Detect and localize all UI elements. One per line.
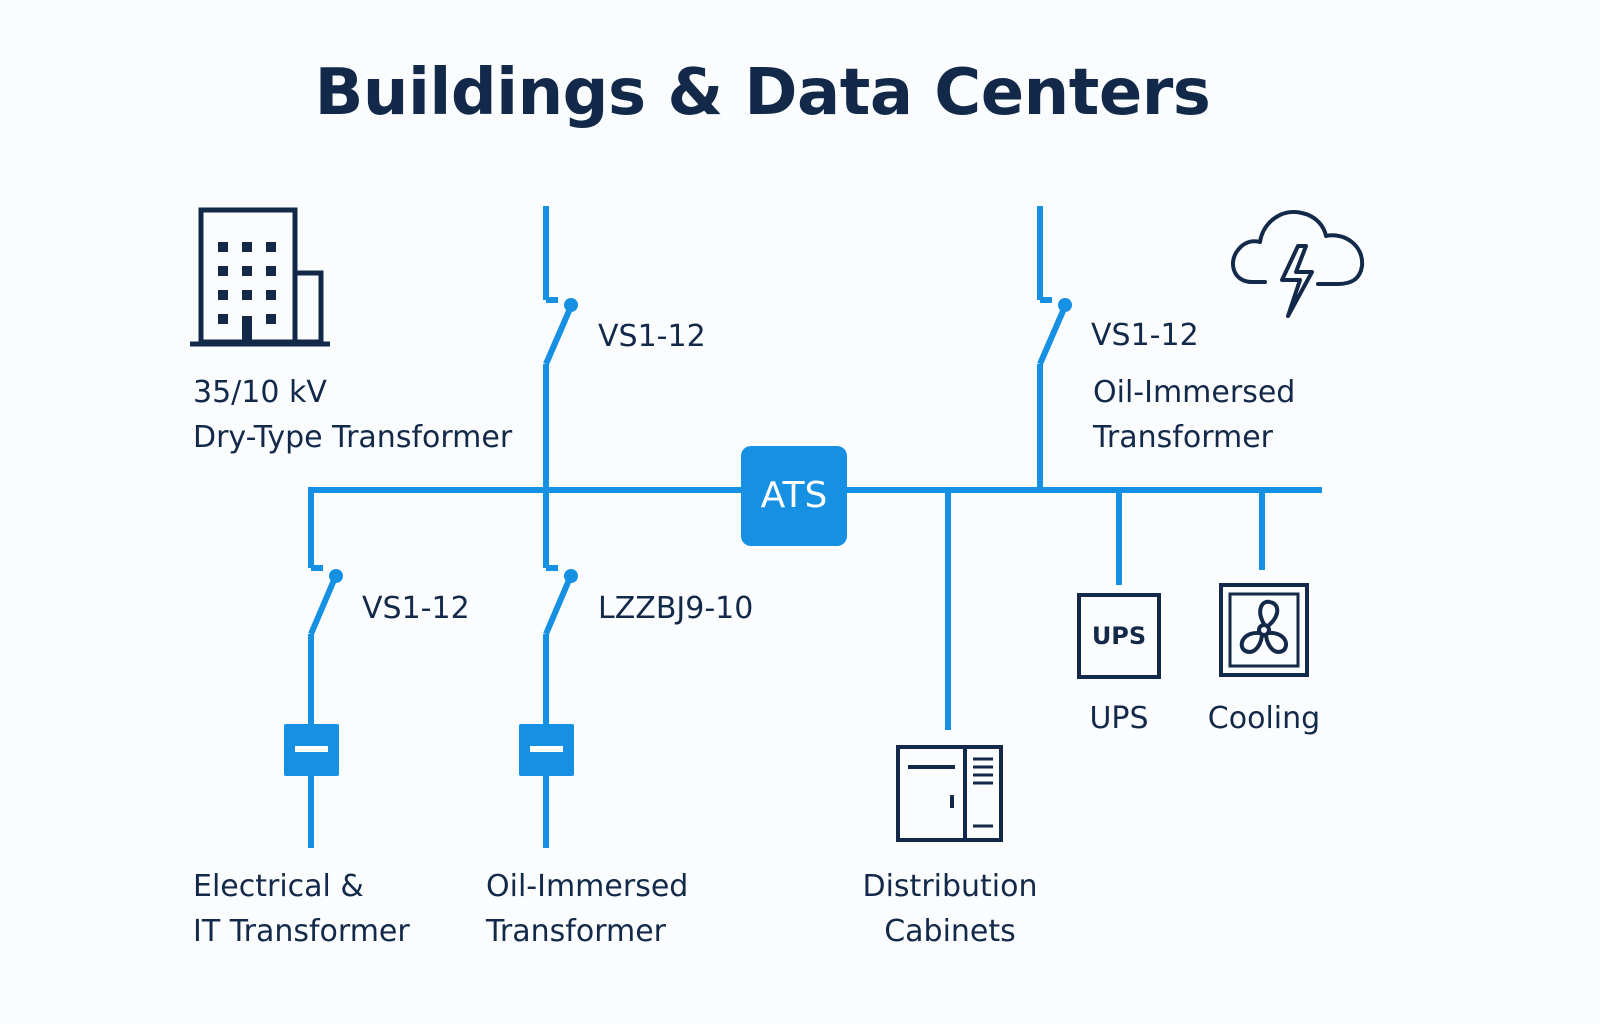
caption-cooling: Cooling — [1207, 701, 1321, 736]
ups-box-label: UPS — [1091, 622, 1147, 650]
caption-oil-immersed-top-line1: Oil-Immersed — [1093, 375, 1296, 410]
ups-box-icon — [1077, 593, 1161, 679]
ats-label: ATS — [760, 475, 828, 516]
switch-label-top-middle: VS1-12 — [598, 319, 706, 354]
caption-distribution-line1: Distribution — [862, 869, 1038, 904]
caption-electrical-it-line1: Electrical & — [193, 869, 364, 904]
switch-label-bottom-middle: LZZBJ9-10 — [598, 591, 754, 626]
caption-ups: UPS — [1089, 701, 1149, 736]
caption-distribution-line2: Cabinets — [884, 914, 1016, 949]
transformer-icon-bottom-middle — [519, 724, 574, 776]
caption-oil-immersed-top-line2: Transformer — [1093, 420, 1274, 455]
feeder-bottom-left — [308, 490, 343, 848]
building-icon — [190, 207, 330, 347]
distribution-cabinet-icon — [896, 745, 1003, 842]
caption-dry-type-voltage: 35/10 kV — [193, 375, 327, 410]
switch-label-bottom-left: VS1-12 — [362, 591, 470, 626]
caption-oil-immersed-bottom-line2: Transformer — [486, 914, 667, 949]
caption-dry-type-transformer: Dry-Type Transformer — [193, 420, 513, 455]
transformer-icon-bottom-left — [284, 724, 339, 776]
drops-right — [945, 490, 1265, 730]
fan-icon — [1219, 583, 1309, 677]
caption-electrical-it-line2: IT Transformer — [193, 914, 410, 949]
ats-box — [741, 446, 847, 546]
page-title: Buildings & Data Centers — [314, 56, 1211, 130]
feeder-top-middle — [543, 206, 578, 555]
caption-oil-immersed-bottom-line1: Oil-Immersed — [486, 869, 689, 904]
storm-cloud-lightning-icon — [1231, 210, 1365, 318]
feeder-top-right — [1037, 206, 1072, 490]
feeder-bottom-middle — [543, 555, 578, 848]
switch-label-top-right: VS1-12 — [1091, 318, 1199, 353]
